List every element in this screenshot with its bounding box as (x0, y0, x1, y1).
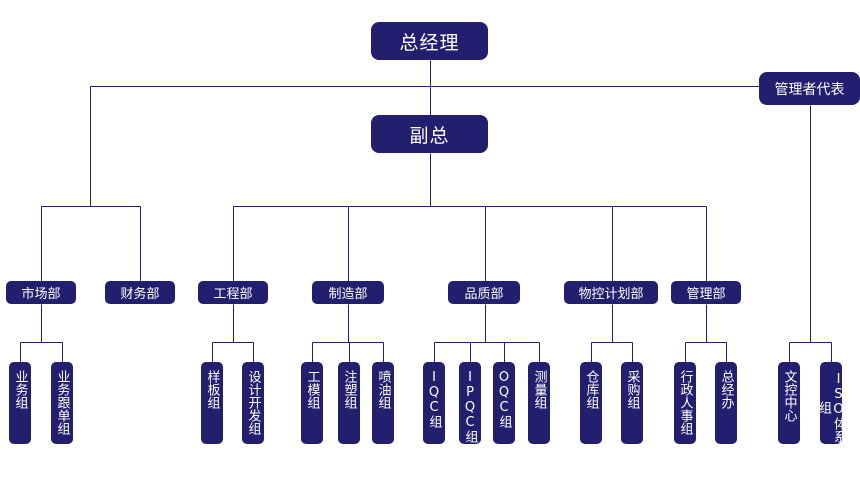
group-design-development-label: 设计开发组 (245, 370, 261, 435)
general-manager-label: 总经理 (399, 31, 460, 54)
dept-management: 管理部 (671, 281, 741, 304)
group-injection: 注塑组 (338, 362, 360, 444)
deputy-label: 副总 (409, 124, 450, 147)
group-hr-admin: 行政人事组 (674, 362, 696, 444)
dept-material-planning-label: 物控计划部 (578, 287, 644, 302)
group-gm-office: 总经办 (715, 362, 737, 444)
group-sales-label: 业务组 (12, 370, 28, 409)
group-purchasing: 采购组 (621, 362, 643, 444)
group-order-follow-up-label: 业务跟单组 (54, 370, 70, 435)
group-injection-label: 注塑组 (341, 370, 357, 409)
deputy-general-manager-box: 副总 (371, 115, 488, 153)
group-measurement-label: 测量组 (531, 370, 547, 409)
dept-management-label: 管理部 (686, 287, 726, 302)
dept-quality-label: 品质部 (464, 287, 504, 302)
dept-material-planning: 物控计划部 (564, 281, 658, 304)
group-gm-office-label: 总经办 (718, 370, 734, 409)
group-iqc: IQC组 (423, 362, 445, 444)
group-sample: 样板组 (201, 362, 223, 444)
dept-manufacturing-label: 制造部 (328, 287, 368, 302)
group-iso-system: ISO体系组 (816, 362, 846, 444)
dept-manufacturing: 制造部 (312, 281, 384, 304)
group-mold-label: 工模组 (304, 370, 320, 409)
dept-engineering-label: 工程部 (213, 287, 253, 302)
dept-quality: 品质部 (448, 281, 520, 304)
group-iso-system-label: ISO体系组 (816, 371, 846, 443)
dept-market-label: 市场部 (21, 287, 61, 302)
group-ipqc: IPQC组 (459, 362, 481, 444)
group-design-development: 设计开发组 (242, 362, 264, 444)
general-manager-box: 总经理 (371, 22, 488, 60)
group-oqc-label: OQC组 (496, 370, 512, 428)
group-hr-admin-label: 行政人事组 (677, 370, 693, 435)
group-painting: 喷油组 (372, 362, 394, 444)
group-ipqc-label: IPQC组 (462, 370, 478, 443)
group-iqc-label: IQC组 (426, 370, 442, 428)
group-sales: 业务组 (9, 362, 31, 444)
management-representative-label: 管理者代表 (774, 81, 845, 98)
group-warehouse-label: 仓库组 (583, 370, 599, 409)
dept-engineering: 工程部 (198, 281, 268, 304)
group-purchasing-label: 采购组 (624, 370, 640, 409)
group-painting-label: 喷油组 (375, 370, 391, 409)
dept-finance-label: 财务部 (120, 287, 160, 302)
group-measurement: 测量组 (528, 362, 550, 444)
group-warehouse: 仓库组 (580, 362, 602, 444)
group-sample-label: 样板组 (204, 370, 220, 409)
group-order-follow-up: 业务跟单组 (51, 362, 73, 444)
group-document-control-label: 文控中心 (781, 370, 797, 422)
group-mold: 工模组 (301, 362, 323, 444)
dept-finance: 财务部 (105, 281, 175, 304)
group-oqc: OQC组 (493, 362, 515, 444)
group-document-control: 文控中心 (778, 362, 800, 444)
dept-market: 市场部 (6, 281, 76, 304)
management-representative-box: 管理者代表 (759, 72, 860, 105)
